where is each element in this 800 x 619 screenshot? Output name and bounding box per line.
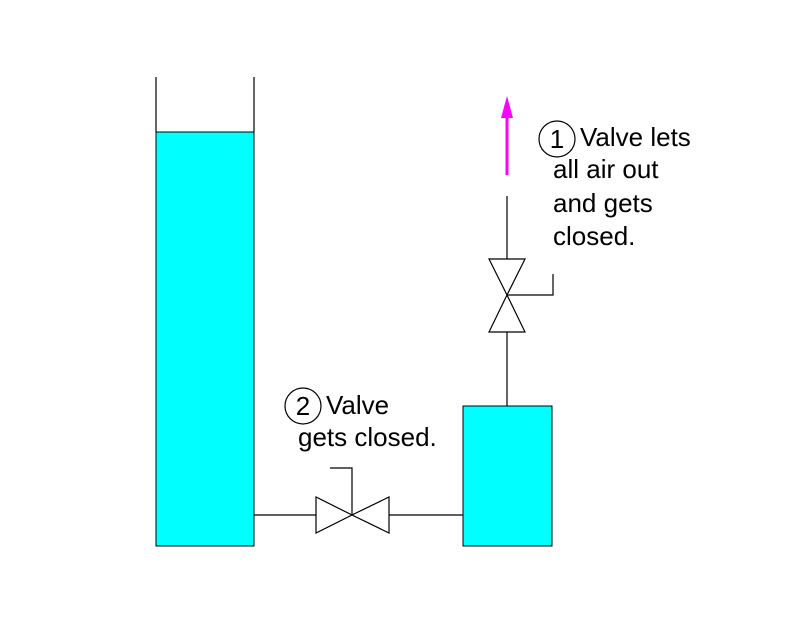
step-1-line-1: Valve lets [580,122,691,152]
bottom-valve-handle [330,467,353,515]
step-1-line-2: all air out [553,154,659,184]
arrow-up-icon [501,96,513,175]
step-1-line-4: closed. [553,221,635,251]
step-1-number: 1 [550,124,564,154]
step-2-number: 2 [296,391,310,421]
step-1-circle [538,120,576,158]
step-2-line-1: Valve [326,390,389,420]
tall-column-water [155,131,255,547]
small-water-tank [462,405,553,547]
annotation-step-2: 2 Valve gets closed. [284,387,437,452]
top-valve-upper-triangle [488,258,526,297]
top-valve-icon[interactable] [488,258,554,333]
bottom-valve-icon[interactable] [315,467,390,534]
step-1-line-3: and gets [553,188,653,218]
bottom-valve-left-triangle [315,496,354,534]
top-valve-handle [507,274,554,296]
top-valve-lower-triangle [488,293,526,333]
step-2-line-2: gets closed. [298,422,437,452]
tall-water-column [155,77,255,547]
arrow-head [501,96,513,118]
step-2-circle [284,387,322,425]
annotation-step-1: 1 Valve lets all air out and gets closed… [538,120,691,251]
bottom-valve-right-triangle [350,496,390,534]
